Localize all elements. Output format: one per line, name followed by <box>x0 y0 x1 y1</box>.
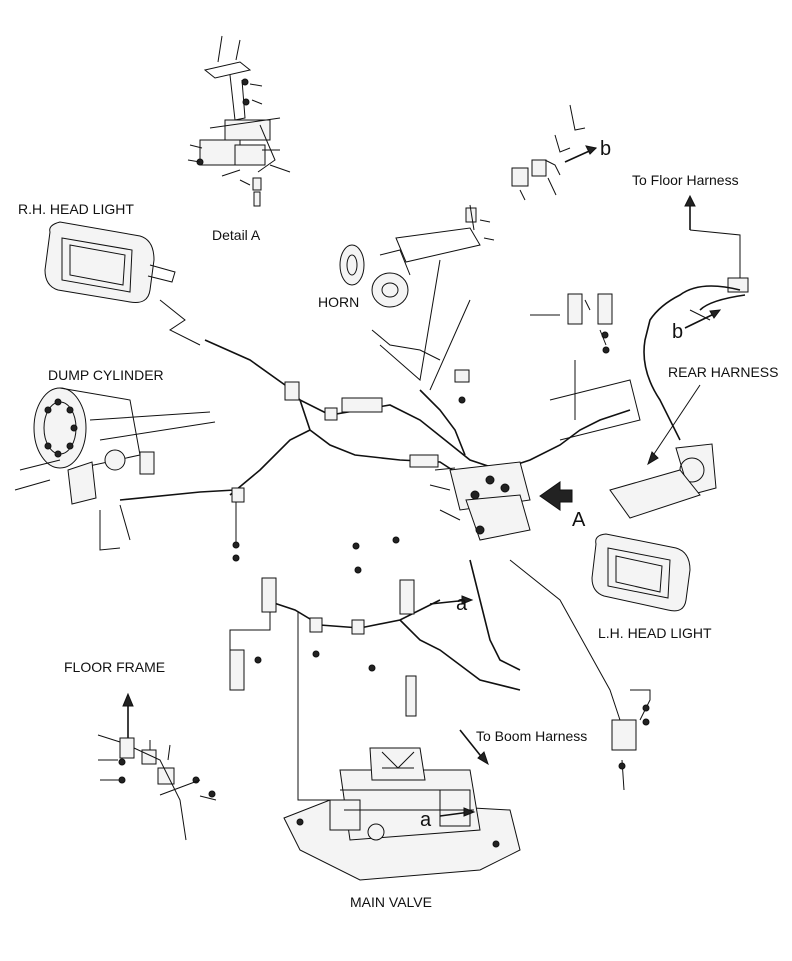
detail-a-label: Detail A <box>212 227 261 243</box>
to-boom-harness-label: To Boom Harness <box>476 728 587 744</box>
detail-a-assembly: Detail A <box>187 35 291 243</box>
to-floor-harness-label: To Floor Harness <box>632 172 739 188</box>
rear-harness-label: REAR HARNESS <box>668 364 778 380</box>
lower-center-harness: a <box>229 536 521 801</box>
main-valve: a <box>283 747 521 881</box>
central-harness <box>119 259 631 562</box>
dump-cylinder <box>14 387 216 551</box>
b-connector-top: b <box>511 104 611 201</box>
horn-assembly <box>339 204 495 361</box>
dump-cylinder-label: DUMP CYLINDER <box>48 367 164 383</box>
b-callout-top: b <box>600 138 611 160</box>
rh-head-light-label: R.H. HEAD LIGHT <box>18 201 134 217</box>
a-callout-center: a <box>456 593 468 615</box>
rear-harness <box>530 293 717 519</box>
floor-frame <box>97 692 217 841</box>
floor-harness-connector: b <box>643 194 749 441</box>
horn-label: HORN <box>318 294 359 310</box>
lh-head-light <box>509 533 691 791</box>
floor-frame-label: FLOOR FRAME <box>64 659 165 675</box>
a-callout-valve: a <box>420 809 432 831</box>
rh-head-light <box>44 221 201 346</box>
boom-harness-arrow <box>459 729 489 766</box>
main-valve-label: MAIN VALVE <box>350 894 432 910</box>
lh-head-light-label: L.H. HEAD LIGHT <box>598 625 712 641</box>
b-callout-right: b <box>672 321 683 343</box>
detail-a-marker: A <box>539 481 586 531</box>
detail-a-marker-label: A <box>572 509 586 531</box>
